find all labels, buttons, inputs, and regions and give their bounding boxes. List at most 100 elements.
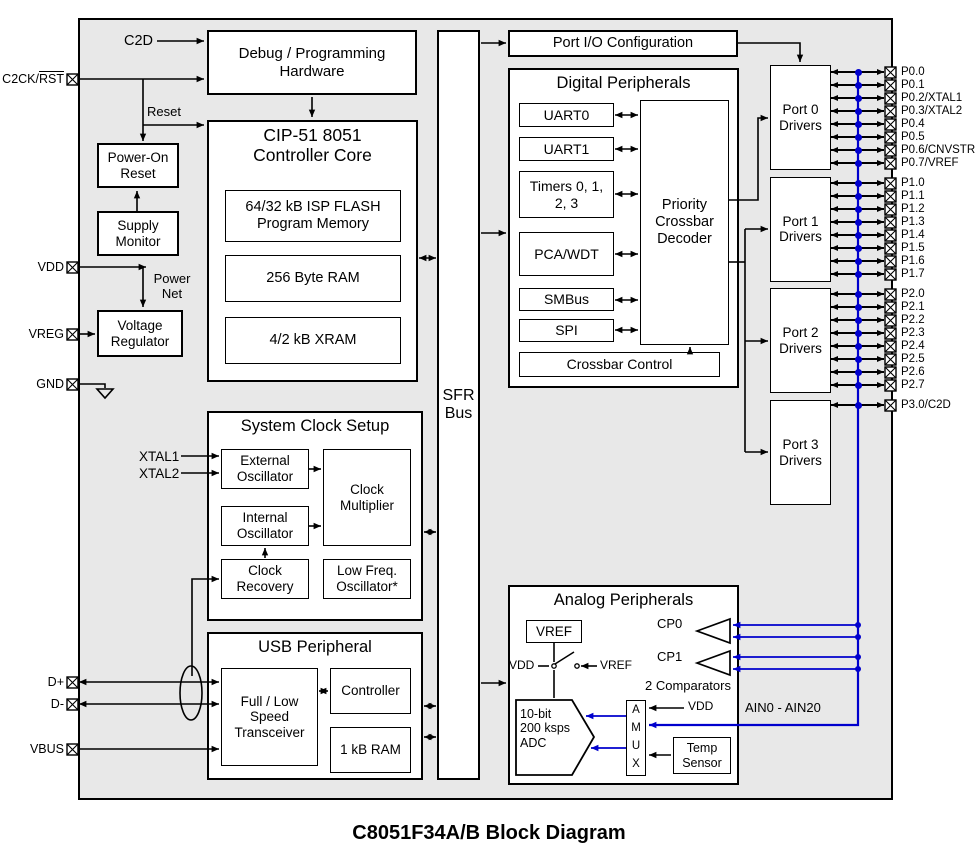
pin-label: P2.5 [901,353,925,365]
arrow-left-icon [831,94,838,101]
vref-box-label: VREF [535,623,572,639]
debug-hardware-box: Debug / Programming Hardware [207,30,417,95]
arrow-right-icon [877,120,884,127]
bus-junction-dot [854,257,862,265]
bus-junction-dot [854,316,862,324]
amux-label: A M U X [631,704,641,770]
bus-junction-dot [854,179,862,187]
arrow-left-icon [831,159,838,166]
pin-box-icon [884,254,897,268]
external-oscillator-label: External Oscillator [236,453,294,484]
port-pin: P1.0 [831,176,978,190]
arrow-right-icon [877,355,884,362]
smbus-box: SMBus [519,288,614,311]
arrow-right-icon [877,401,884,408]
pin-label: P2.6 [901,366,925,378]
power-net-label: Power Net [153,271,191,301]
clock-multiplier-box: Clock Multiplier [323,449,411,546]
port-pin: P2.2 [831,313,978,327]
power-on-reset-label: Power-On Reset [107,149,169,181]
pin-box-icon [884,365,897,379]
uart1-box: UART1 [519,137,614,161]
pin-box-icon [884,189,897,203]
bus-junction-dot [854,68,862,76]
crossbar-decoder-box: Priority Crossbar Decoder [640,100,729,345]
cp1-label: CP1 [657,649,683,664]
arrow-right-icon [877,290,884,297]
vdd-switch-label: VDD [509,658,535,672]
vref-switch-label: VREF [600,658,633,672]
port-pin: P2.0 [831,287,978,301]
port-pin: P0.0 [831,65,978,79]
arrow-left-icon [831,192,838,199]
pin-gnd: GND [4,377,79,391]
port-io-configuration-box: Port I/O Configuration [508,30,738,57]
pin-vreg: VREG [4,327,79,341]
pin-label: P0.4 [901,118,925,130]
system-clock-title: System Clock Setup [240,417,390,435]
pin-box-icon [66,742,79,756]
arrow-left-icon [831,68,838,75]
sfr-bus: SFR Bus [437,30,480,780]
arrow-left-icon [831,133,838,140]
port-pin: P1.5 [831,241,978,255]
arrow-left-icon [831,329,838,336]
arrow-right-icon [877,342,884,349]
arrow-right-icon [877,68,884,75]
usb-transceiver-box: Full / Low Speed Transceiver [221,668,318,766]
pin-box-icon [884,300,897,314]
low-freq-oscillator-box: Low Freq. Oscillator* [323,559,411,599]
pin-label: P2.0 [901,288,925,300]
pin-label: P1.1 [901,190,925,202]
arrow-right-icon [877,257,884,264]
bus-junction-dot [854,270,862,278]
pin-box-icon [884,156,897,170]
arrow-right-icon [877,381,884,388]
smbus-label: SMBus [543,291,590,308]
pin-box-icon [66,675,79,689]
voltage-regulator-label: Voltage Regulator [110,317,170,349]
uart0-label: UART0 [543,106,590,123]
crossbar-decoder-label: Priority Crossbar Decoder [655,197,714,247]
arrow-right-icon [877,205,884,212]
port-pin: P2.5 [831,352,978,366]
flash-memory-box: 64/32 kB ISP FLASH Program Memory [225,190,401,242]
pin-label: P2.4 [901,340,925,352]
arrow-left-icon [831,81,838,88]
arrow-left-icon [831,231,838,238]
arrow-left-icon [831,120,838,127]
port-driver-box: Port 2 Drivers [770,288,831,394]
bus-junction-dot [854,231,862,239]
port-pin: P2.3 [831,326,978,340]
pin-label: P0.5 [901,131,925,143]
pin-vdd: VDD [4,260,79,274]
ain-range-label: AIN0 - AIN20 [745,700,821,715]
port-pin: P2.7 [831,378,978,392]
arrow-left-icon [831,290,838,297]
arrow-left-icon [831,355,838,362]
pin-box-icon [884,202,897,216]
arrow-right-icon [877,244,884,251]
low-freq-oscillator-label: Low Freq. Oscillator* [336,563,398,594]
uart0-box: UART0 [519,103,614,127]
arrow-right-icon [877,94,884,101]
arrow-right-icon [877,81,884,88]
external-oscillator-box: External Oscillator [221,449,309,489]
bus-junction-dot [854,107,862,115]
bus-junction-dot [854,303,862,311]
arrow-right-icon [877,159,884,166]
arrow-right-icon [877,270,884,277]
pin-gnd-label: GND [36,377,64,391]
pin-label: P1.6 [901,255,925,267]
pin-label: P0.0 [901,66,925,78]
temp-sensor-box: Temp Sensor [673,737,731,774]
adc-label: 10-bit 200 ksps ADC [520,707,571,750]
crossbar-control-label: Crossbar Control [566,356,673,373]
arrow-right-icon [877,316,884,323]
arrow-right-icon [877,146,884,153]
bus-junction-dot [854,401,862,409]
arrow-left-icon [831,401,838,408]
temp-sensor-label: Temp Sensor [682,741,722,770]
pca-wdt-box: PCA/WDT [519,232,614,276]
pin-label: P1.3 [901,216,925,228]
